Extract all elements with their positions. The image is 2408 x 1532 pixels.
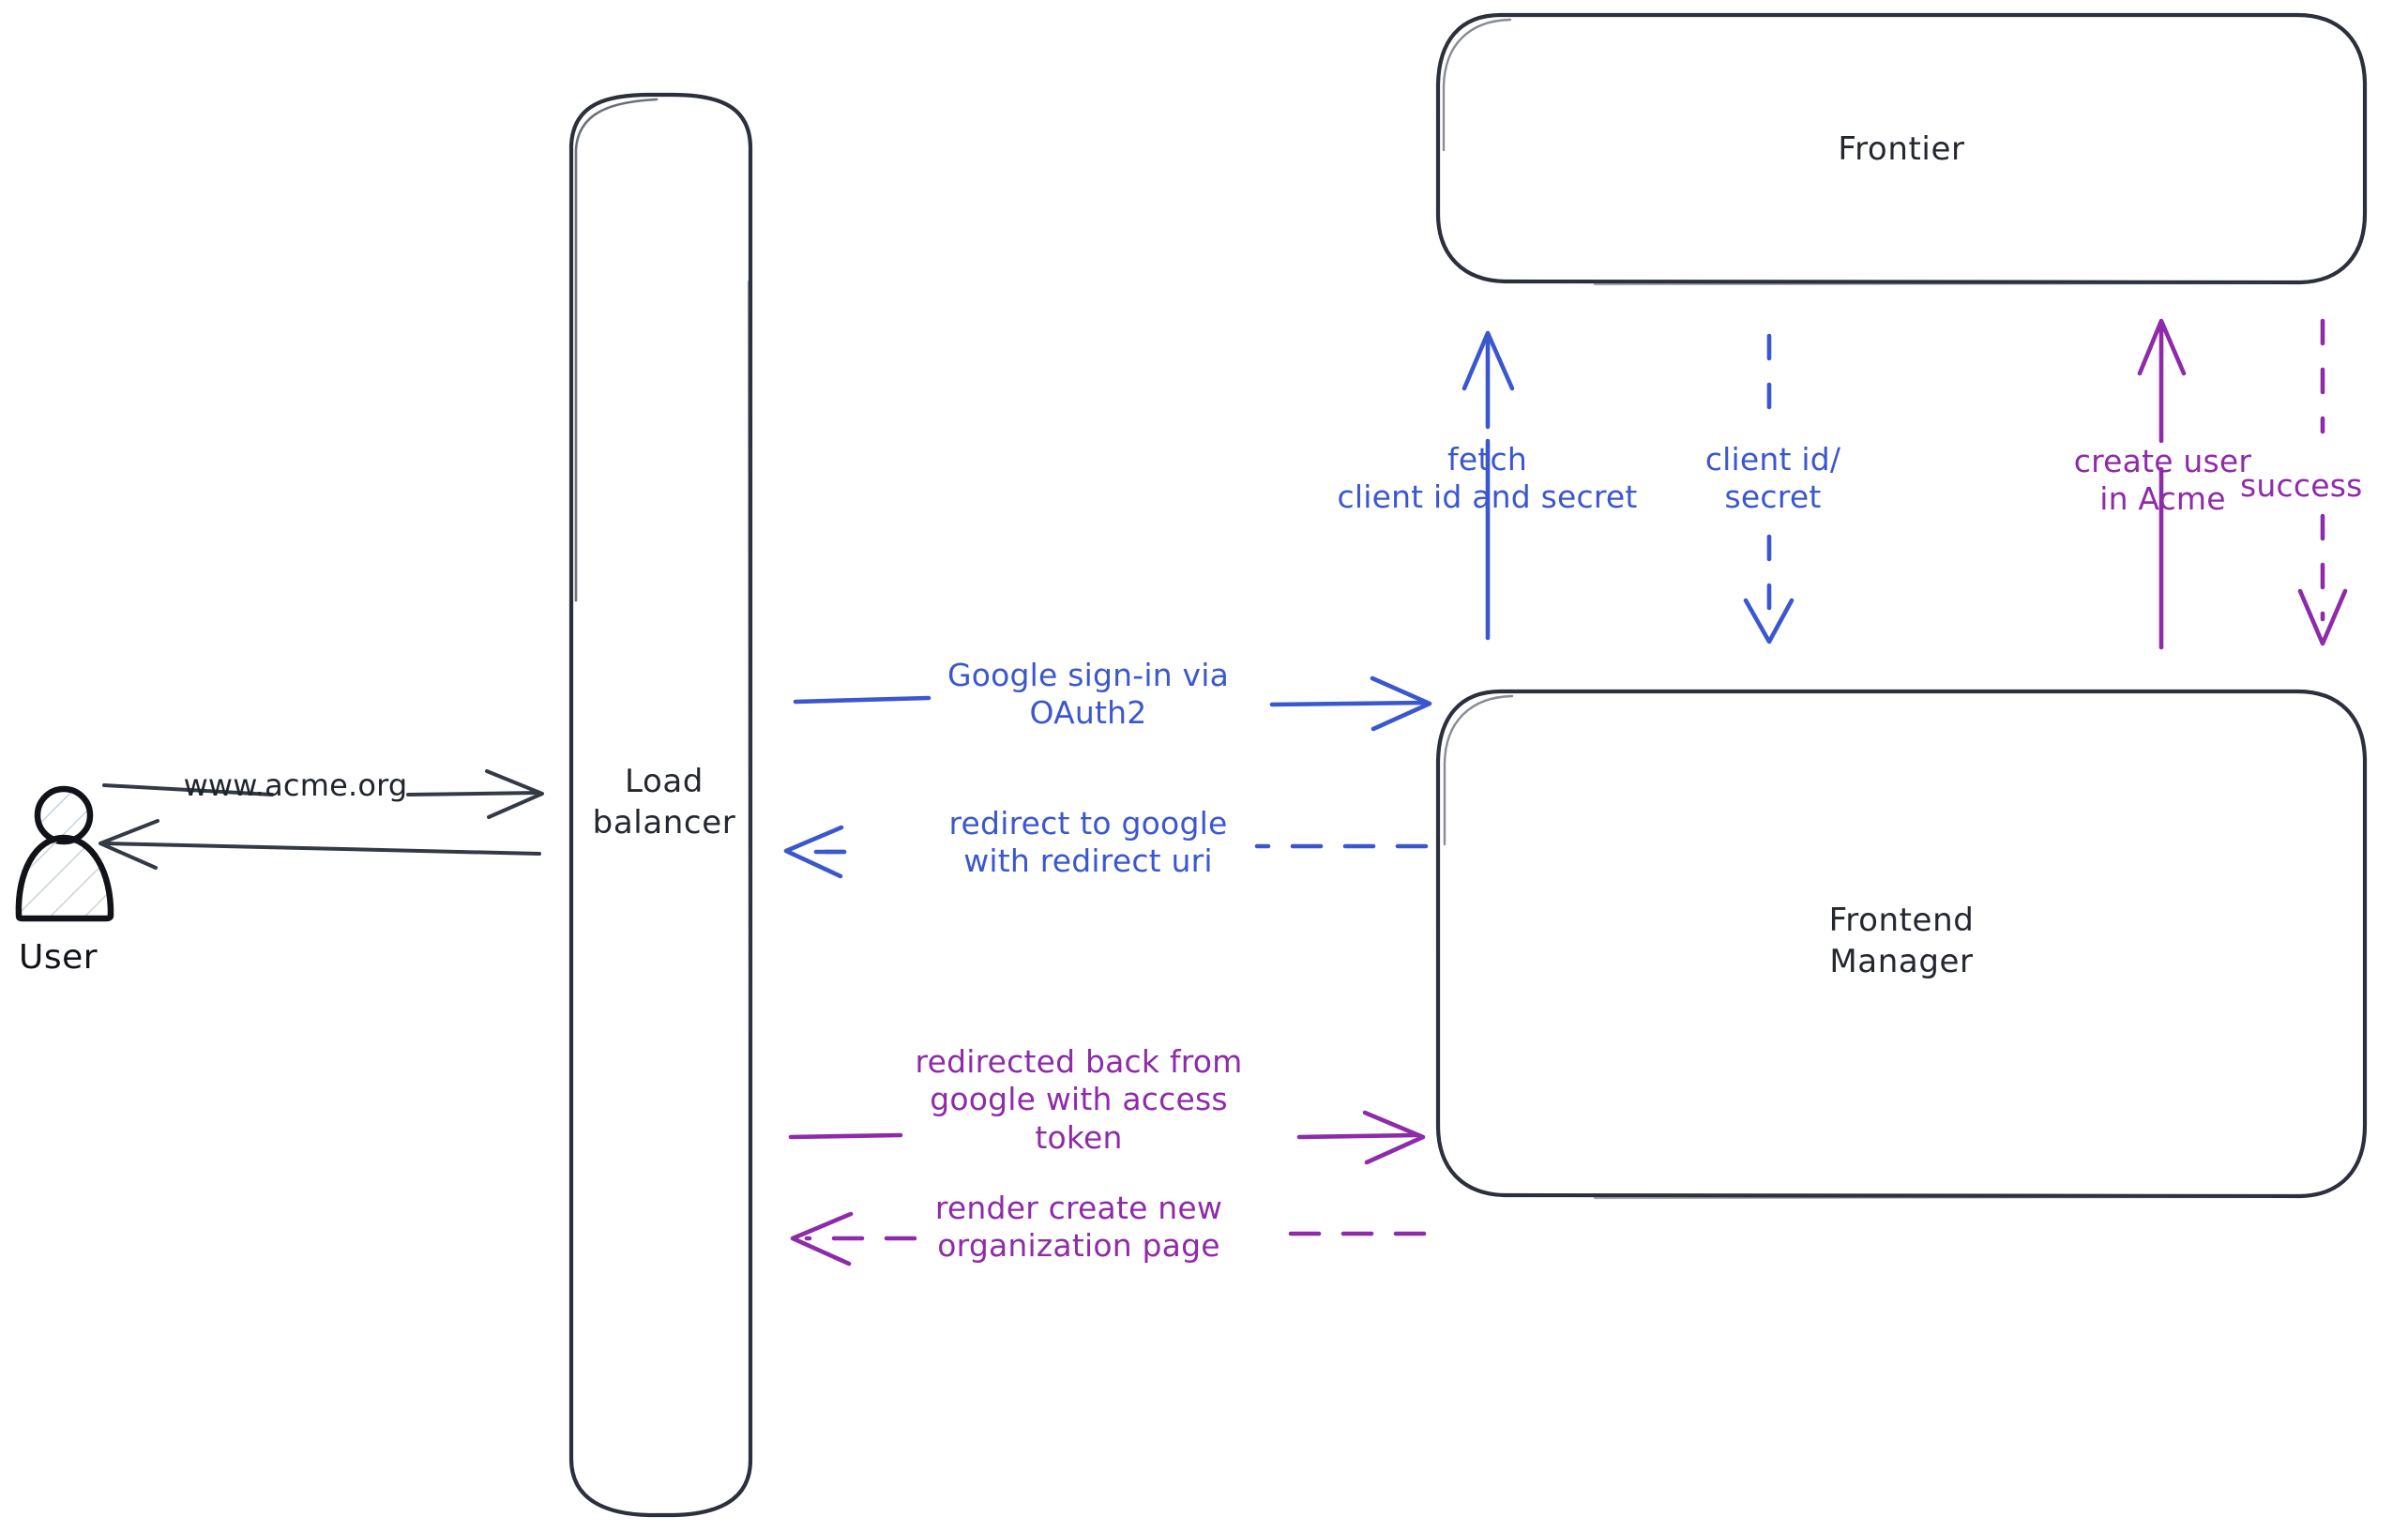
user-actor-hit-area[interactable] [15,786,116,923]
arrow-redirected-back-with-token [788,1110,1426,1165]
arrow-success [2297,318,2348,646]
edge-label-redirected-back-with-token: redirected back from google with access … [915,1043,1243,1156]
edge-label-google-signin-oauth2: Google sign-in via OAuth2 [947,657,1230,732]
edge-label-fetch-client-id-and-secret: fetch client id and secret [1337,441,1638,516]
arrow-redirect-to-google [783,825,1429,879]
arrow-google-signin-oauth2 [793,675,1432,732]
edge-label-www-acme-org: www.acme.org [183,767,408,803]
frontend-manager-hit-area[interactable] [1438,690,2367,1197]
arrow-user-to-load-balancer [102,769,544,819]
arrow-render-create-new-organization-page [790,1211,1427,1267]
arrow-load-balancer-to-user [98,819,541,870]
arrow-create-user-in-acme [2137,318,2187,650]
frontier-hit-area[interactable] [1438,14,2367,283]
arrow-client-id-secret [1743,333,1795,645]
user-actor-label: User [19,938,98,977]
edge-label-redirect-to-google: redirect to google with redirect uri [948,805,1228,880]
edge-label-client-id-secret: client id/ secret [1704,441,1841,516]
edge-label-success: success [2240,467,2363,504]
arrow-fetch-client-id-and-secret [1461,330,1515,641]
edge-label-render-create-new-organization-page: render create new organization page [934,1190,1223,1265]
edge-label-create-user-in-acme: create user in Acme [2073,443,2252,518]
load-balancer-hit-area[interactable] [570,94,752,1516]
